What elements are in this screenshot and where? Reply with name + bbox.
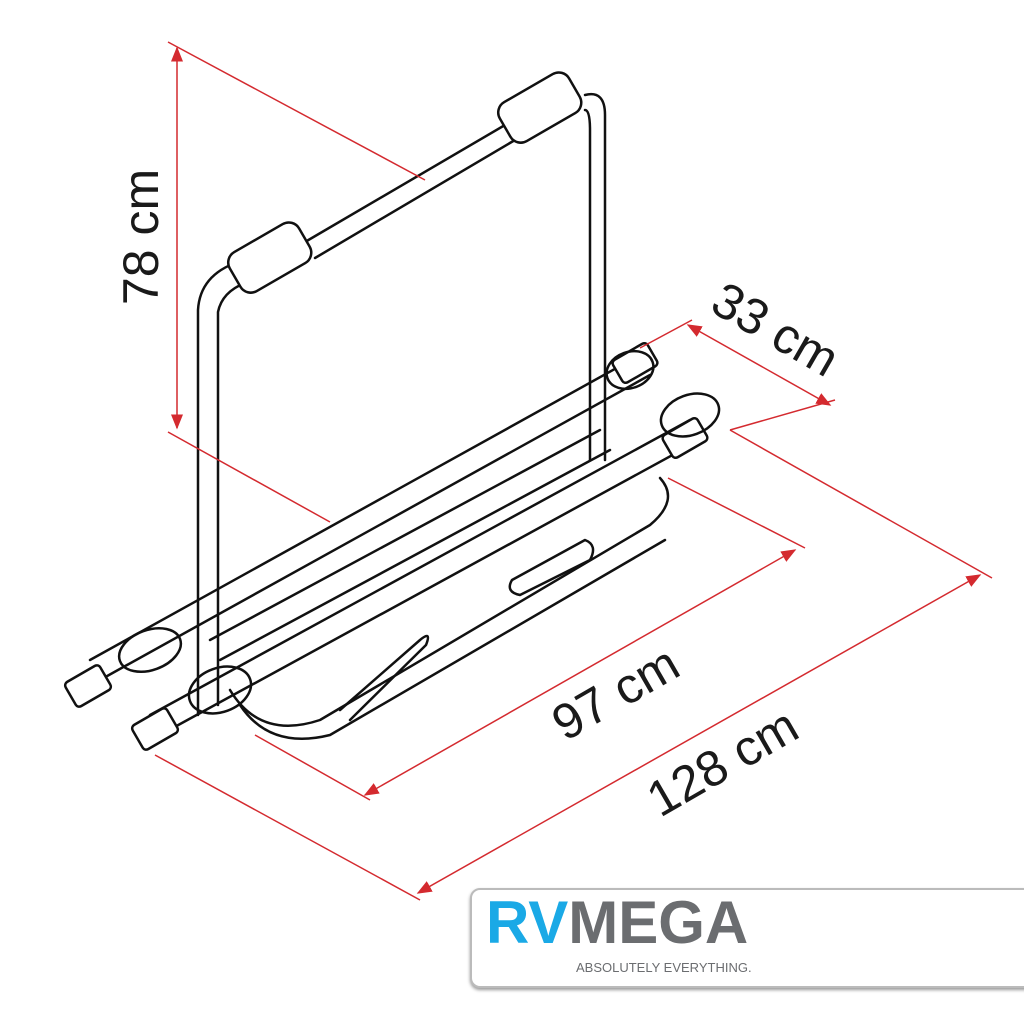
extension-line (167, 41, 426, 181)
logo-mega: MEGA (568, 889, 749, 956)
rvmega-logo: RVMEGA ABSOLUTELY EVERYTHING. (470, 888, 1024, 988)
depth-label: 33 cm (703, 271, 849, 388)
extension-line (667, 477, 806, 549)
logo-wordmark: RVMEGA (486, 893, 748, 953)
depth-dimension-line (686, 324, 832, 406)
extension-line (639, 319, 693, 349)
logo-tagline: ABSOLUTELY EVERYTHING. (576, 960, 752, 975)
extension-line (729, 399, 836, 431)
bike-rack-drawing (63, 71, 721, 751)
height-label: 78 cm (113, 169, 169, 305)
dimension-lines (154, 41, 993, 901)
total-length-dimension-line (416, 574, 982, 894)
extension-line (154, 754, 421, 901)
total-length-label: 128 cm (638, 697, 808, 827)
extension-line (254, 734, 371, 801)
extension-line (729, 429, 993, 579)
extension-line (167, 431, 331, 523)
logo-rv: RV (486, 889, 569, 956)
